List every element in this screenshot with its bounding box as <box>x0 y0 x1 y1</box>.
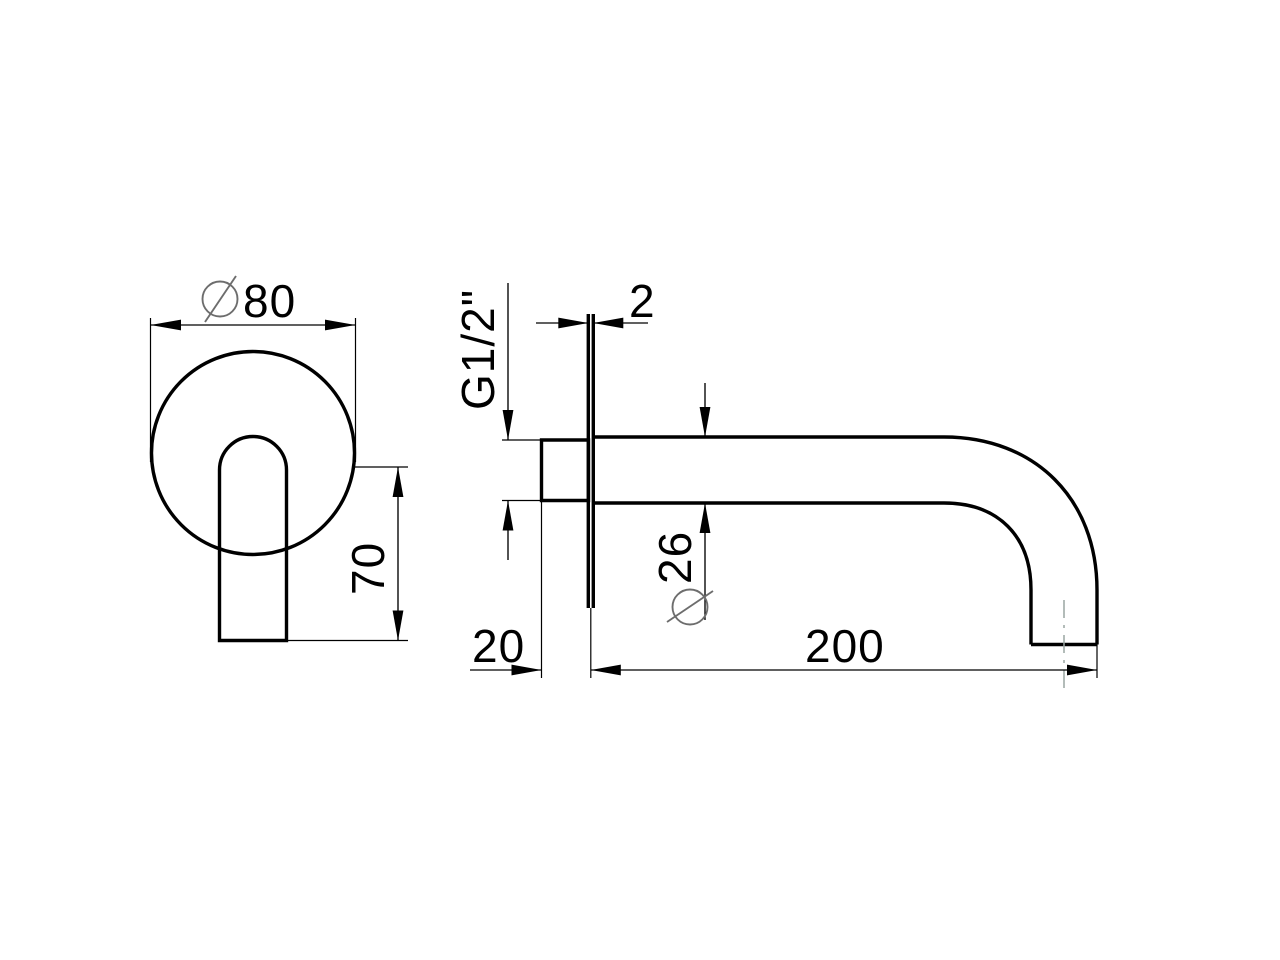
diameter-symbol-26-icon <box>666 588 714 626</box>
dim-text-2: 2 <box>629 275 656 327</box>
dim-text-thread: G1/2" <box>452 289 504 410</box>
arrow-20-right <box>511 664 542 676</box>
arrow-dia26-bottom <box>699 503 711 533</box>
arrow-thread-top <box>502 410 514 440</box>
arrow-70-bottom <box>392 610 404 641</box>
arrow-dia80-right <box>325 319 356 331</box>
arrow-200-right <box>1067 664 1097 676</box>
dim-text-20: 20 <box>472 620 525 672</box>
arrow-dia26-top <box>699 407 711 437</box>
spout-inner-profile <box>593 501 1033 645</box>
arrow-thread-bottom <box>502 500 514 531</box>
side-view: G1/2" 2 26 20 200 <box>452 275 1099 690</box>
arrow-dia80-left <box>150 319 181 331</box>
arrow-70-top <box>392 467 404 497</box>
arrow-2-right <box>593 317 624 329</box>
spout-tube-front <box>217 434 289 643</box>
threaded-inlet-body <box>539 438 591 503</box>
arrow-200-left <box>590 664 621 676</box>
dim-text-dia26: 26 <box>649 531 701 584</box>
diameter-symbol-80-icon <box>201 275 239 323</box>
front-view: 80 70 <box>149 275 408 643</box>
escutcheon-circle <box>149 349 357 557</box>
arrow-2-left <box>558 317 589 329</box>
dim-text-200: 200 <box>805 620 885 672</box>
dim-text-dia80: 80 <box>243 275 296 327</box>
spout-outer-profile <box>593 435 1099 645</box>
dim-text-70: 70 <box>342 542 394 595</box>
